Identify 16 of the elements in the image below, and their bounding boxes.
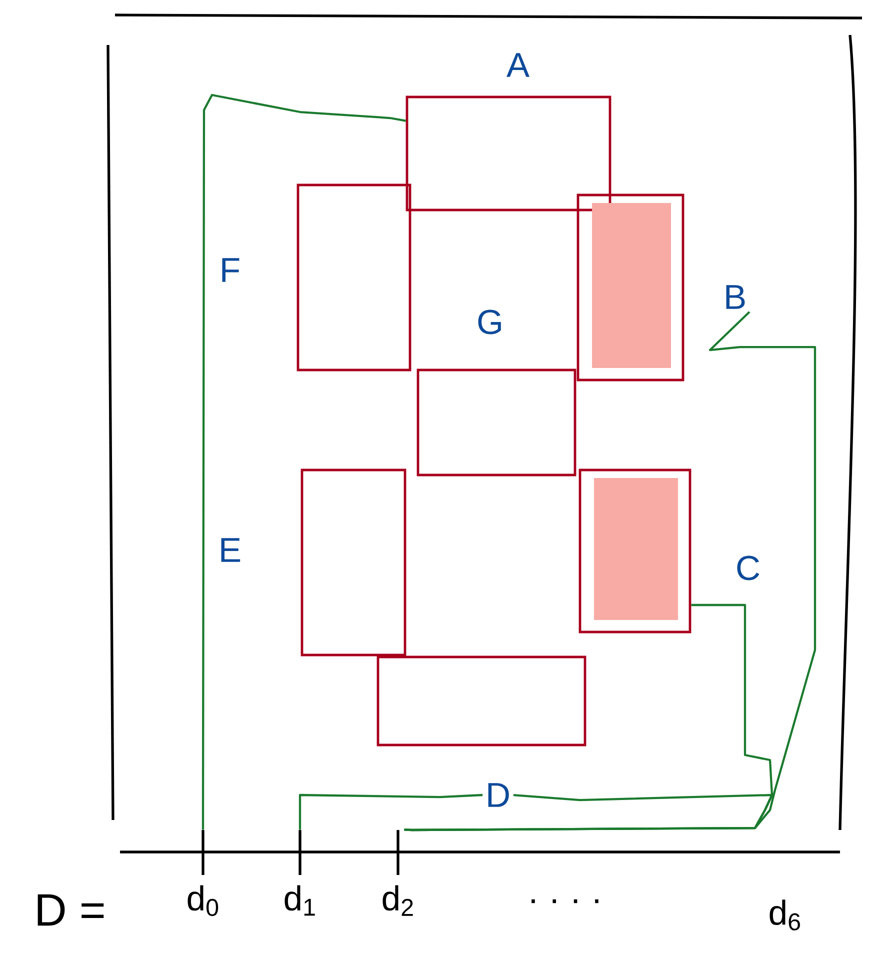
equation-text: D = [38, 894, 104, 926]
connector-line [202, 94, 406, 830]
connector-line [404, 794, 774, 832]
segment-letter: B [726, 285, 745, 309]
segment-letter: D [488, 783, 509, 807]
axis-tick: d$_{0}$ [188, 830, 218, 916]
connector-line [298, 794, 483, 830]
axis-tick: d$_{2}$ [382, 830, 413, 916]
axis-tick: d$_{1}$ [284, 830, 315, 916]
ellipsis-dots: · · · · [532, 899, 598, 904]
segment-letter: A [506, 53, 530, 77]
segment-letter: C [737, 556, 760, 580]
segment-letter: G [478, 310, 501, 334]
segment-letter: F [222, 258, 240, 282]
segment-letter: E [221, 538, 240, 562]
axis-label: d$_{6}$ [770, 900, 800, 930]
